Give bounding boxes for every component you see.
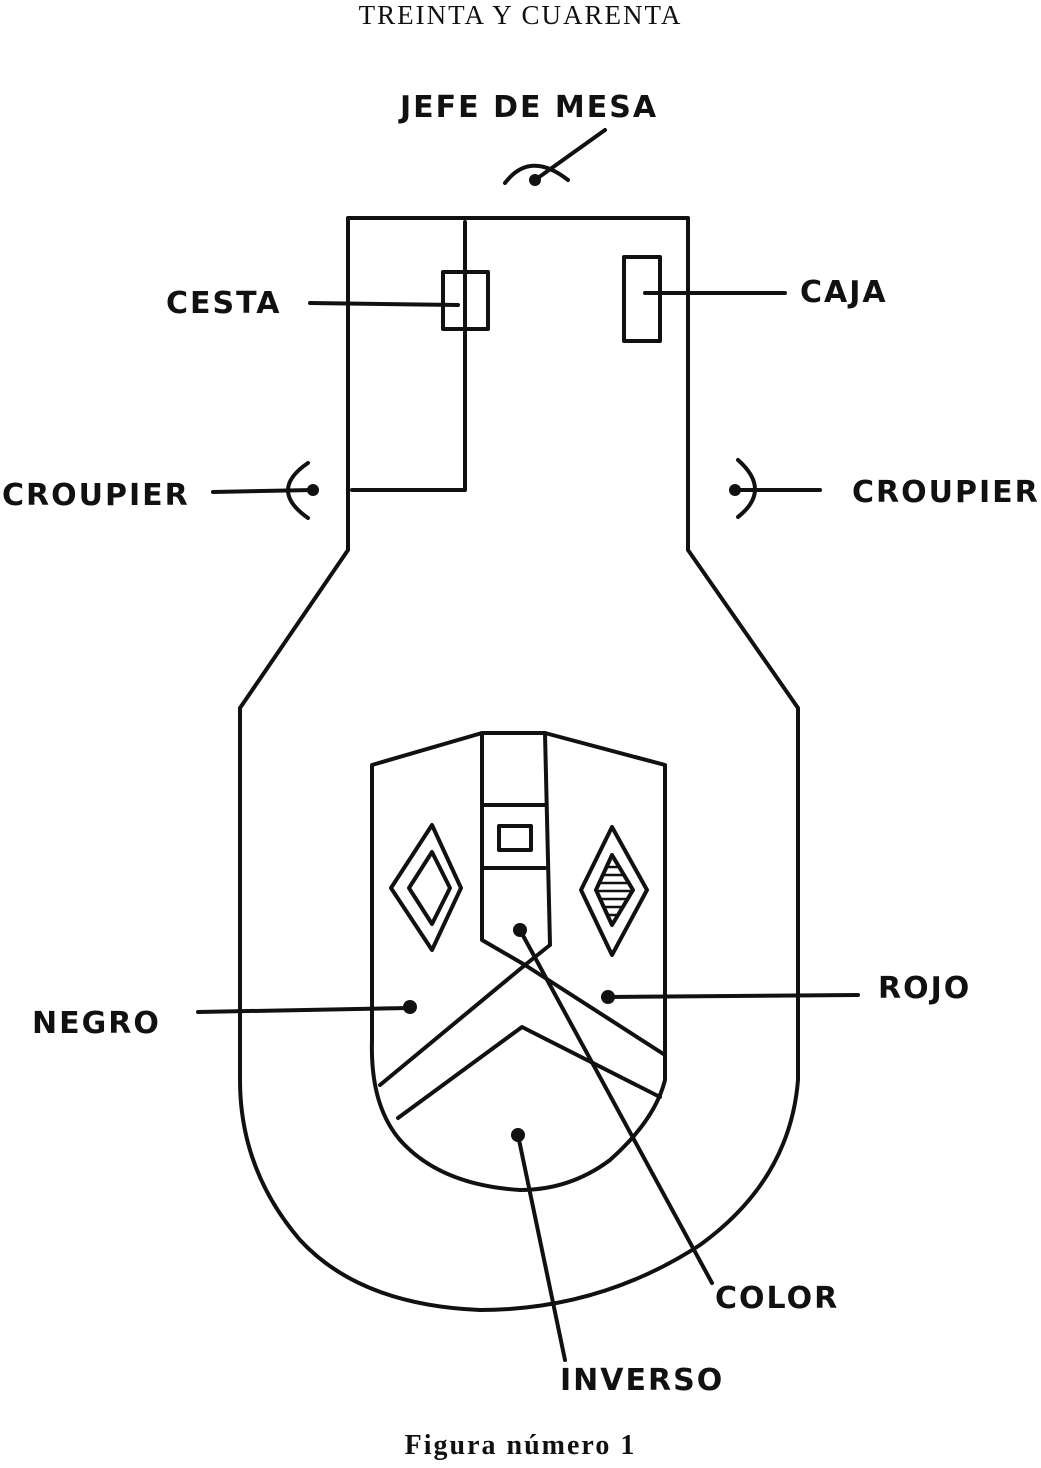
chevron-outer [378, 963, 667, 1087]
label-caja: CAJA [800, 275, 888, 310]
rojo-diamond-inner [594, 853, 635, 927]
rojo-diamond-outer [579, 825, 649, 957]
figure-caption: Figura número 1 [404, 1430, 637, 1461]
label-croupier-right: CROUPIER [852, 475, 1040, 510]
running-title: TREINTA Y CUARENTA [358, 0, 683, 30]
cesta-box [441, 270, 490, 331]
label-color: COLOR [715, 1281, 839, 1316]
label-jefe-de-mesa: JEFE DE MESA [398, 90, 658, 125]
label-croupier-left: CROUPIER [2, 478, 190, 513]
chevron-inner [396, 1025, 662, 1120]
divider-line [350, 220, 467, 492]
negro-leader [196, 1006, 412, 1014]
rojo-leader [606, 993, 860, 999]
label-inverso: INVERSO [560, 1363, 724, 1398]
jefe-de-mesa-seat [503, 163, 570, 185]
inverso-leader [516, 1133, 567, 1362]
cesta-leader [308, 301, 460, 307]
negro-diamond-inner [407, 850, 452, 926]
center-square [497, 824, 533, 852]
croupier-left-leader [211, 488, 315, 494]
label-rojo: ROJO [878, 971, 971, 1006]
table-outline [238, 216, 800, 1312]
rojo-diamond-hatching [597, 865, 633, 917]
jefe-de-mesa-leader [533, 128, 607, 182]
label-cesta: CESTA [166, 286, 281, 321]
negro-diamond-outer [389, 823, 463, 952]
betting-layout [369, 731, 667, 1192]
label-negro: NEGRO [32, 1006, 161, 1041]
caja-box [622, 255, 662, 343]
color-leader [518, 928, 714, 1285]
